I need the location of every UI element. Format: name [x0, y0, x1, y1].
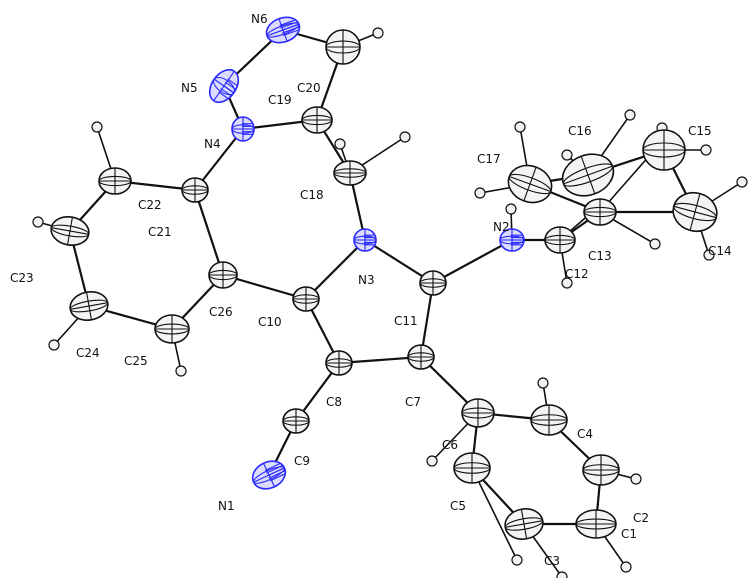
- atom-label-c24: C24: [76, 346, 100, 360]
- atom-n3: [353, 228, 377, 252]
- atom-c16: [561, 153, 615, 197]
- atom-c14: [672, 191, 718, 233]
- atom-label-c9: C9: [294, 454, 310, 468]
- atom-label-c16: C16: [568, 124, 592, 138]
- atom-c20: [325, 29, 361, 65]
- atom-label-n5: N5: [181, 81, 198, 95]
- atom-c2: [582, 454, 620, 486]
- hydrogen-atom: [399, 131, 411, 143]
- atom-c19: [301, 106, 333, 134]
- atom-n2: [499, 228, 525, 252]
- atom-label-c15: C15: [688, 124, 712, 138]
- hydrogen-atom: [474, 187, 486, 199]
- atom-label-c13: C13: [588, 249, 612, 263]
- bond-c11-n2: [431, 238, 514, 285]
- hydrogen-atom: [630, 473, 642, 485]
- atom-label-n1: N1: [218, 499, 235, 513]
- atom-label-c18: C18: [300, 188, 324, 202]
- bond-c10-n3: [304, 238, 367, 301]
- atom-c26: [208, 261, 238, 289]
- hydrogen-atom: [372, 27, 384, 39]
- atom-label-c25: C25: [124, 354, 148, 368]
- hydrogen-atom: [511, 554, 523, 566]
- hydrogen-atom: [736, 176, 748, 188]
- atom-c10: [292, 286, 320, 312]
- atom-c1: [575, 509, 617, 539]
- atom-c6: [461, 398, 495, 428]
- atom-label-c2: C2: [633, 511, 649, 525]
- atom-c18: [333, 160, 367, 186]
- atom-label-c4: C4: [577, 427, 593, 441]
- atom-label-c26: C26: [209, 305, 233, 319]
- atom-label-n4: N4: [204, 137, 221, 151]
- atom-label-c21: C21: [148, 225, 172, 239]
- hydrogen-atom: [32, 216, 44, 228]
- hydrogen-atom: [175, 365, 187, 377]
- atom-label-c10: C10: [258, 315, 282, 329]
- atom-label-c14: C14: [708, 244, 732, 258]
- atom-label-c6: C6: [442, 438, 458, 452]
- atom-label-c8: C8: [326, 395, 342, 409]
- atom-c22: [98, 167, 132, 195]
- atom-label-c5: C5: [450, 499, 466, 513]
- atom-c21: [181, 177, 209, 203]
- atom-c17: [507, 164, 553, 204]
- atom-label-c23: C23: [10, 271, 34, 285]
- atom-label-c20: C20: [297, 81, 321, 95]
- hydrogen-atom: [91, 121, 103, 133]
- atom-c13: [583, 198, 617, 226]
- atom-c3: [504, 508, 544, 540]
- hydrogen-atom: [561, 149, 573, 161]
- h-bond: [471, 467, 518, 561]
- hydrogen-atom: [426, 455, 438, 467]
- hydrogen-atom: [537, 377, 549, 389]
- atom-label-c22: C22: [138, 198, 162, 212]
- atom-c11: [419, 270, 447, 296]
- atom-c5: [453, 452, 491, 484]
- atom-label-n3: N3: [358, 273, 375, 287]
- bond-c26-c21: [193, 188, 225, 277]
- hydrogen-atom: [703, 249, 715, 261]
- hydrogen-atom: [624, 109, 636, 121]
- atom-c25: [154, 314, 190, 344]
- atom-n4: [231, 116, 255, 142]
- atom-c23: [50, 216, 90, 246]
- hydrogen-atom: [561, 277, 573, 289]
- atom-label-c11: C11: [394, 314, 418, 328]
- atom-label-c1: C1: [621, 527, 637, 541]
- atom-c15: [642, 129, 686, 171]
- atom-n5: [208, 68, 240, 104]
- atom-label-c17: C17: [477, 152, 501, 166]
- hydrogen-atom: [620, 561, 632, 573]
- hydrogen-atom: [48, 339, 60, 351]
- atom-label-c7: C7: [405, 395, 421, 409]
- atom-c4: [530, 404, 568, 436]
- atom-label-n2: N2: [493, 220, 510, 234]
- atom-label-c19: C19: [268, 93, 292, 107]
- atom-c12: [544, 226, 576, 254]
- atom-c8: [325, 350, 353, 376]
- atom-label-c12: C12: [565, 267, 589, 281]
- atom-c24: [69, 291, 109, 321]
- atom-label-n6: N6: [251, 12, 268, 26]
- atom-n1: [251, 460, 287, 490]
- atom-n6: [265, 16, 301, 44]
- hydrogen-atom: [700, 144, 712, 156]
- atom-c7: [407, 344, 435, 370]
- hydrogen-atom: [556, 571, 568, 578]
- atom-label-c3: C3: [544, 554, 560, 568]
- hydrogen-atom: [514, 121, 526, 133]
- hydrogen-atom: [334, 138, 346, 150]
- atom-c9: [282, 408, 310, 434]
- hydrogen-atom: [505, 203, 517, 215]
- hydrogen-atom: [649, 238, 661, 250]
